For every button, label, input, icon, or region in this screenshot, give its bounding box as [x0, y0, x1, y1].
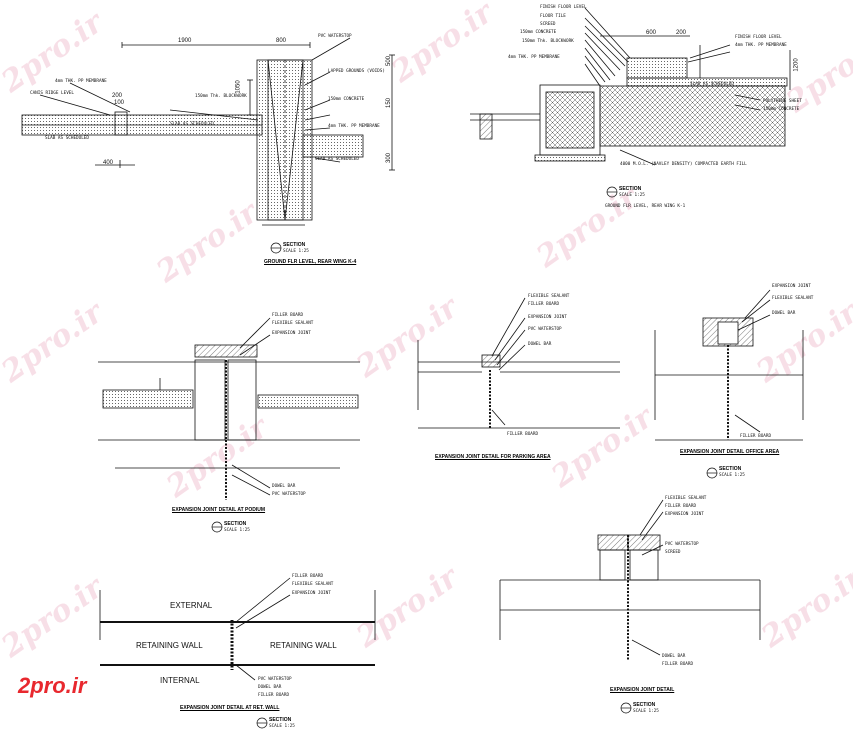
section-marker: [211, 186, 718, 729]
note-text: FILLER BOARD: [740, 434, 772, 439]
drawing-title: EXPANSION JOINT DETAIL OFFICE AREA: [680, 449, 780, 455]
note-text: EXPANSION JOINT: [772, 284, 811, 289]
note-text: 4000 M.O.L. (NAVLEY DENSITY) COMPACTED E…: [620, 162, 747, 167]
section-title: SECTION: [269, 717, 292, 723]
drawing-title: GROUND FLR LEVEL, REAR WING K-1: [605, 204, 686, 209]
note-text: FLEXIBLE SEALANT: [528, 294, 570, 299]
section-title: SECTION: [224, 521, 247, 527]
note-text: FILLER BOARD: [665, 504, 697, 509]
drawing-title: EXPANSION JOINT DETAIL AT RET. WALL: [180, 705, 280, 711]
note-text: DOWEL BAR: [258, 685, 282, 690]
section-scale: SCALE 1:25: [224, 528, 250, 533]
note-text: PVC WATERSTOP: [272, 492, 306, 497]
note-text: PVC WATERSTOP: [665, 542, 699, 547]
note-text: SCREED: [665, 550, 681, 555]
note-text: 4mm THK. PP MEMBRANE: [508, 55, 560, 60]
note-text: PVC WATERSTOP: [258, 677, 292, 682]
dimension-label: 150: [386, 97, 393, 109]
note-text: FLEXIBLE SEALANT: [772, 296, 814, 301]
note-text: FLEXIBLE SEALANT: [292, 582, 334, 587]
section-title: SECTION: [633, 702, 656, 708]
retaining-wall-label: RETAINING WALL: [270, 641, 337, 650]
dimension-label: 200: [676, 30, 687, 36]
section-parking-joint: [417, 297, 620, 429]
note-text: FINISH FLOOR LEVEL: [735, 35, 782, 40]
internal-label: INTERNAL: [160, 676, 200, 685]
note-text: FILLER BOARD: [662, 662, 694, 667]
note-text: EXPANSION JOINT: [272, 331, 311, 336]
note-text: FILLER BOARD: [507, 432, 539, 437]
note-text: SLAB AS SCHEDULED: [315, 157, 359, 162]
dimension-label: 1200: [793, 58, 800, 72]
note-text: 150mm Thk. BLOCKWORK: [195, 94, 247, 99]
note-text: FILLER BOARD: [272, 313, 304, 318]
external-label: EXTERNAL: [170, 601, 213, 610]
drawing-title: EXPANSION JOINT DETAIL: [610, 687, 675, 693]
note-text: SLAB AS SCHEDULED: [45, 136, 89, 141]
note-text: 4mm THK. PP MEMBRANE: [735, 43, 787, 48]
note-text: DOWEL BAR: [528, 342, 552, 347]
section-expansion-joint: [499, 499, 761, 660]
section-scale: SCALE 1:25: [633, 709, 659, 714]
note-text: CANIS RIDGE LEVEL: [30, 91, 74, 96]
note-text: EXPANSION JOINT: [528, 315, 567, 320]
dimension-label: 1900: [178, 38, 192, 44]
dimension-label: 800: [276, 38, 287, 44]
section-title: SECTION: [719, 466, 742, 472]
section-scale: SCALE 1:25: [283, 249, 309, 254]
section-title: SECTION: [283, 242, 306, 248]
note-text: PVC WATERSTOP: [528, 327, 562, 332]
drawing-title: GROUND FLR LEVEL, REAR WING K-4: [264, 259, 357, 265]
dimension-label: 100: [114, 100, 125, 106]
note-text: FLEXIBLE SEALANT: [272, 321, 314, 326]
note-text: DOWEL BAR: [662, 654, 686, 659]
note-text: DOWEL BAR: [272, 484, 296, 489]
note-text: FINISH FLOOR LEVEL: [540, 5, 587, 10]
note-text: SCREED: [540, 22, 556, 27]
note-text: FILLER BOARD: [292, 574, 324, 579]
note-text: SLAB AS SCHEDULED: [170, 122, 214, 127]
note-text: FLOOR TILE: [540, 14, 566, 19]
dimension-label: 200: [112, 93, 123, 99]
section-scale: SCALE 1:25: [619, 193, 645, 198]
dimension-label: 500: [386, 55, 393, 67]
section-ground-floor: [470, 7, 791, 166]
drawing-title: EXPANSION JOINT DETAIL AT PODIUM: [172, 507, 266, 513]
dimension-label: 600: [646, 30, 657, 36]
drawing-title: EXPANSION JOINT DETAIL FOR PARKING AREA: [435, 454, 551, 460]
note-text: SLAB AS SCHEDULED: [690, 82, 734, 87]
dimension-label: 300: [386, 152, 393, 164]
note-text: 150mm CONCRETE: [328, 97, 365, 102]
section-podium-joint: [98, 317, 360, 500]
note-text: FILLER BOARD: [528, 302, 560, 307]
section-slab-wall: [21, 37, 395, 226]
note-text: POLYTHENE SHEET: [763, 99, 802, 104]
brand-logo: 2pro.ir: [18, 673, 87, 698]
section-scale: SCALE 1:25: [269, 724, 295, 729]
section-title: SECTION: [619, 186, 642, 192]
note-text: DOWEL BAR: [772, 311, 796, 316]
note-text: 4mm THK. PP MEMBRANE: [55, 79, 107, 84]
note-text: EXPANSION JOINT: [665, 512, 704, 517]
section-office-joint: [654, 289, 804, 441]
dimension-label: 1050: [235, 80, 242, 94]
retaining-wall-label: RETAINING WALL: [136, 641, 203, 650]
note-text: 4mm THK. PP MEMBRANE: [328, 124, 380, 129]
section-retaining-wall-joint: [99, 577, 376, 681]
note-text: 150mm Thk. BLOCKWORK: [522, 39, 574, 44]
note-text: 150mm CONCRETE: [520, 30, 557, 35]
note-text: PVC WATERSTOP: [318, 34, 352, 39]
note-text: EXPANSION JOINT: [292, 591, 331, 596]
dimension-label: 400: [103, 160, 114, 166]
note-text: LAPPED GROUNDS (VOIDS): [328, 69, 385, 74]
note-text: FILLER BOARD: [258, 693, 290, 698]
section-scale: SCALE 1:25: [719, 473, 745, 478]
note-text: FLEXIBLE SEALANT: [665, 496, 707, 501]
note-text: 150mm CONCRETE: [763, 107, 800, 112]
